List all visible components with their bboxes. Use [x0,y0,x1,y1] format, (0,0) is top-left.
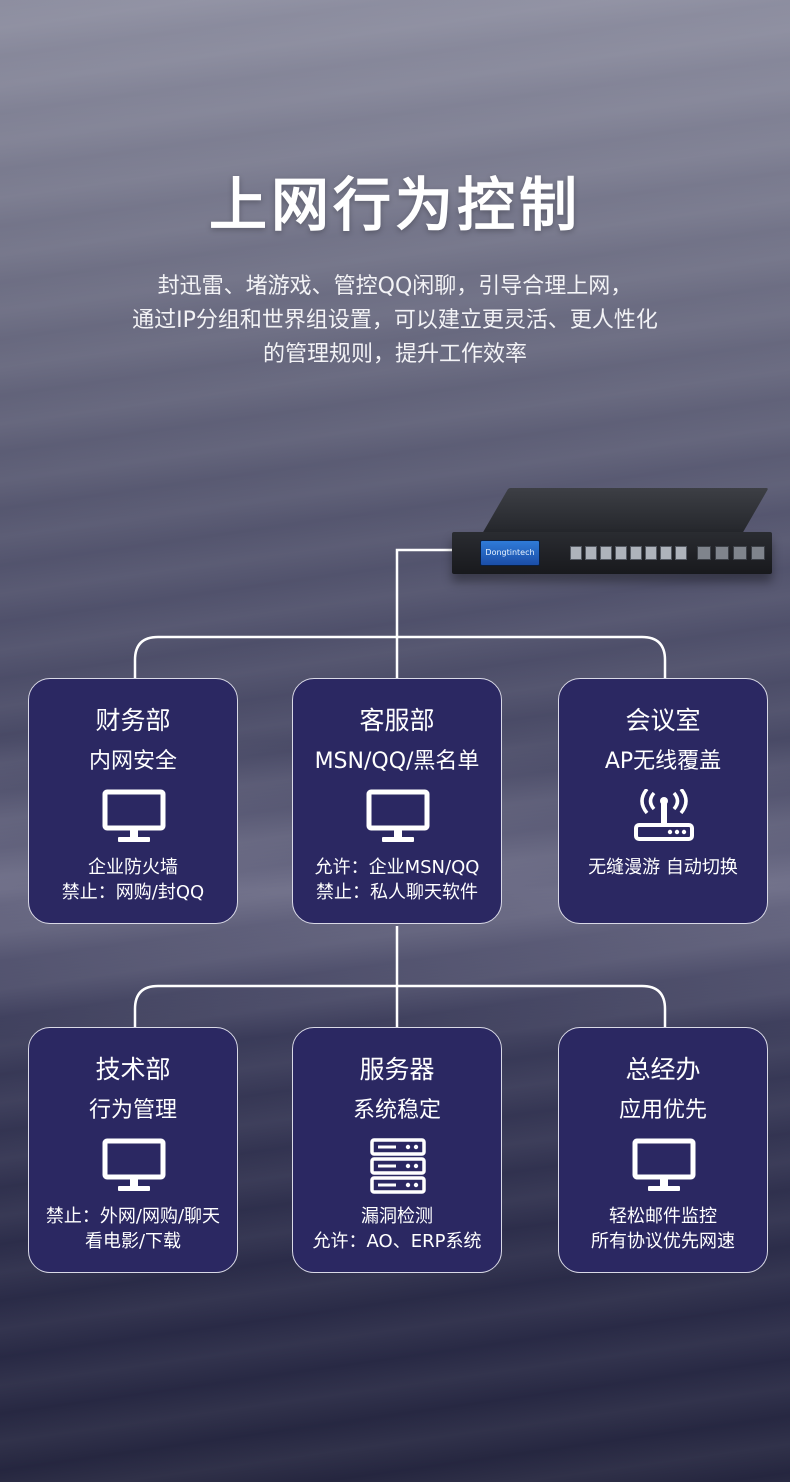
card-notes: 轻松邮件监控 所有协议优先网速 [559,1204,767,1254]
card-subtitle: 行为管理 [88,1098,177,1123]
card-subtitle: AP无线覆盖 [604,749,722,774]
card-note: 轻松邮件监控 [609,1206,717,1227]
device-sfp-ports [697,546,765,560]
description-line: 通过IP分组和世界组设置，可以建立更灵活、更人性化 [132,308,658,333]
card-customer-service: 客服部 MSN/QQ/黑名单 允许：企业MSN/QQ 禁止：私人聊天软件 [292,678,502,924]
wireless-router-icon [632,789,696,845]
card-tech: 技术部 行为管理 禁止：外网/网购/聊天 看电影/下载 [28,1027,238,1273]
card-subtitle: 系统稳定 [352,1098,441,1123]
description-line: 封迅雷、堵游戏、管控QQ闲聊，引导合理上网， [157,274,633,299]
card-note: 禁止：外网/网购/聊天 [45,1206,221,1227]
card-note: 看电影/下载 [84,1231,182,1252]
sfp-port-icon [697,546,711,560]
card-finance: 财务部 内网安全 企业防火墙 禁止：网购/封QQ [28,678,238,924]
device-front-panel: Dongtintech [452,532,772,574]
monitor-icon [632,1138,696,1194]
firewall-device: Dongtintech [452,488,772,584]
card-title: 客服部 [359,706,435,735]
server-icon [366,1138,430,1194]
card-title: 会议室 [625,706,701,735]
card-note: 允许：AO、ERP系统 [312,1231,482,1252]
card-note: 无缝漫游 自动切换 [588,857,738,878]
description: 封迅雷、堵游戏、管控QQ闲聊，引导合理上网， 通过IP分组和世界组设置，可以建立… [95,270,695,372]
sfp-port-icon [751,546,765,560]
card-note: 漏洞检测 [361,1206,433,1227]
monitor-icon [102,789,166,845]
device-ethernet-ports [570,546,687,560]
ethernet-port-icon [660,546,672,560]
card-notes: 允许：企业MSN/QQ 禁止：私人聊天软件 [293,855,501,905]
monitor-icon [366,789,430,845]
card-note: 所有协议优先网速 [591,1231,735,1252]
card-subtitle: MSN/QQ/黑名单 [314,749,480,774]
card-notes: 企业防火墙 禁止：网购/封QQ [29,855,237,905]
card-server: 服务器 系统稳定 漏洞检测 允许：AO、ERP系统 [292,1027,502,1273]
card-note: 允许：企业MSN/QQ [314,857,480,878]
card-note: 企业防火墙 [88,857,178,878]
device-top-panel [482,488,769,534]
card-title: 服务器 [359,1055,435,1084]
bottom-tree-connector [133,984,667,1027]
card-notes: 无缝漫游 自动切换 [559,855,767,880]
top-tree-connector [133,635,667,678]
ethernet-port-icon [630,546,642,560]
ethernet-port-icon [615,546,627,560]
card-title: 技术部 [95,1055,171,1084]
card-note: 禁止：私人聊天软件 [316,882,478,903]
card-subtitle: 内网安全 [88,749,177,774]
card-title: 财务部 [95,706,171,735]
ethernet-port-icon [600,546,612,560]
card-subtitle: 应用优先 [618,1098,707,1123]
ethernet-port-icon [585,546,597,560]
card-meeting-room: 会议室 AP无线覆盖 无缝漫游 自动切换 [558,678,768,924]
card-note: 禁止：网购/封QQ [61,882,205,903]
page-title: 上网行为控制 [208,171,581,239]
card-notes: 漏洞检测 允许：AO、ERP系统 [293,1204,501,1254]
device-connector [395,548,456,637]
sfp-port-icon [715,546,729,560]
card-notes: 禁止：外网/网购/聊天 看电影/下载 [29,1204,237,1254]
card-general-office: 总经办 应用优先 轻松邮件监控 所有协议优先网速 [558,1027,768,1273]
sfp-port-icon [733,546,747,560]
monitor-icon [102,1138,166,1194]
card-title: 总经办 [625,1055,701,1084]
ethernet-port-icon [675,546,687,560]
ethernet-port-icon [570,546,582,560]
device-lcd: Dongtintech [480,540,540,566]
description-line: 的管理规则，提升工作效率 [262,342,527,367]
ethernet-port-icon [645,546,657,560]
